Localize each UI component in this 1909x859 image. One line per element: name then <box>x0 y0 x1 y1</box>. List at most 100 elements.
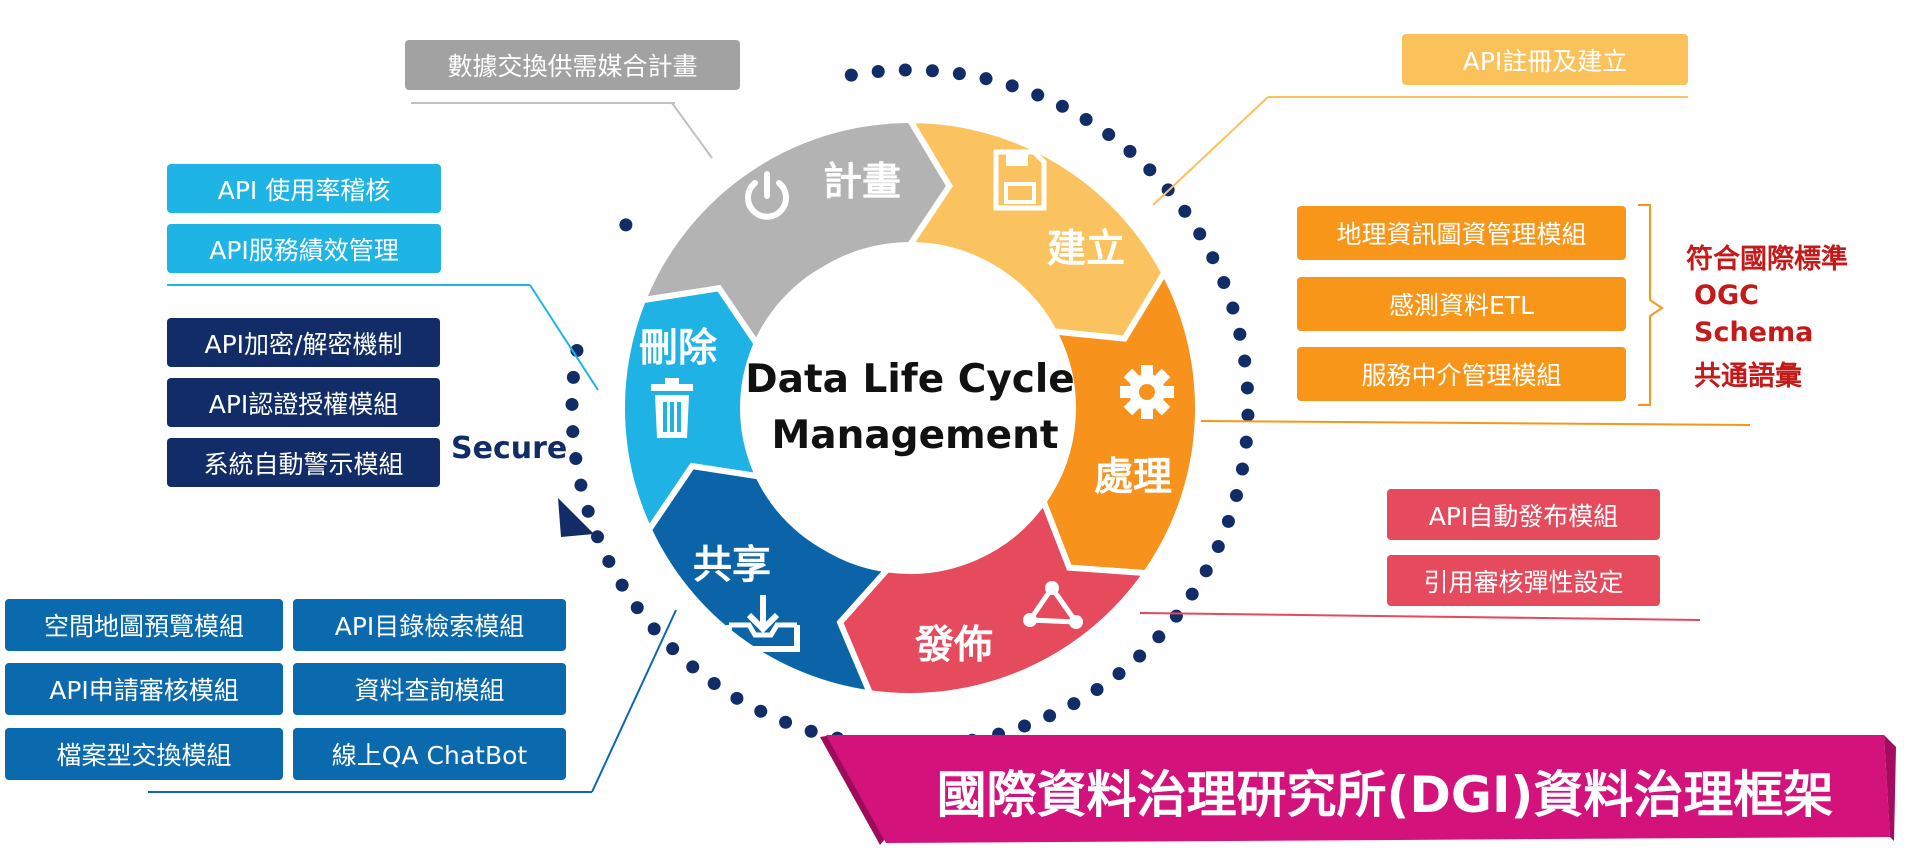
process-box-2: 感測資料ETL <box>1297 277 1626 331</box>
orbit-dot <box>1043 709 1057 723</box>
orbit-dot <box>1152 630 1166 644</box>
share-box-right-1: API目錄檢索模組 <box>293 599 566 651</box>
orbit-dot <box>754 704 768 718</box>
secure-label: Secure <box>451 431 568 466</box>
process-box-3: 服務中介管理模組 <box>1297 347 1626 401</box>
plan-connector <box>411 102 675 104</box>
orbit-dot <box>630 601 644 615</box>
orbit-dot <box>1226 301 1240 315</box>
orbit-dot <box>619 218 633 232</box>
secure-box-2: API認證授權模組 <box>167 378 440 427</box>
orbit-dot <box>1221 514 1235 528</box>
orbit-dot <box>591 530 605 544</box>
orbit-dot <box>602 554 616 568</box>
orbit-dot <box>1240 381 1254 395</box>
orbit-dot <box>804 724 818 738</box>
standards-vocabulary: 共通語彙 <box>1694 361 1802 392</box>
share-icon <box>1023 581 1083 629</box>
orbit-dot <box>566 370 580 384</box>
orbit-dot <box>1229 488 1243 502</box>
orbit-dot <box>1241 408 1255 422</box>
orbit-dot <box>898 63 912 77</box>
orbit-dot <box>1178 204 1192 218</box>
orbit-dot <box>1143 163 1157 177</box>
segment-label-process: 處理 <box>1094 455 1172 500</box>
orbit-dot <box>1031 88 1045 102</box>
orbit-dot <box>569 452 583 466</box>
center-circle <box>740 246 1064 570</box>
share-box-right-2: 資料查詢模組 <box>293 663 566 715</box>
build-box: API註冊及建立 <box>1402 34 1688 85</box>
orbit-dot <box>1123 144 1137 158</box>
orbit-dot <box>581 504 595 518</box>
cycle-ring <box>619 116 1201 699</box>
orbit-dot <box>1235 462 1249 476</box>
center-title-line1: Data Life Cycle <box>745 357 1074 402</box>
floppy-disk-icon <box>993 149 1047 211</box>
orbit-dot <box>1079 112 1093 126</box>
orbit-dot <box>1055 99 1069 113</box>
standards-ogc: OGC <box>1694 280 1759 311</box>
orbit-dot <box>1005 79 1019 93</box>
publish-box-2: 引用審核彈性設定 <box>1387 555 1660 606</box>
orbit-dot <box>1090 683 1104 697</box>
power-icon <box>745 171 789 220</box>
orbit-dot <box>574 478 588 492</box>
orbit-dot <box>1233 327 1247 341</box>
orbit-dot <box>779 715 793 729</box>
orbit-dot <box>979 72 993 86</box>
download-tray-icon <box>726 595 800 652</box>
share-box-left-3: 檔案型交換模組 <box>5 728 283 780</box>
orbit-dot <box>1067 697 1081 711</box>
segment-label-publish: 發佈 <box>914 623 993 668</box>
standards-schema: Schema <box>1694 317 1814 348</box>
segment-label-delete: 刪除 <box>639 326 718 371</box>
orbit-dot <box>666 642 680 656</box>
orbit-dot <box>1206 251 1220 265</box>
standards-title: 符合國際標準 <box>1686 244 1848 275</box>
title-banner <box>820 735 1896 845</box>
orbit-dot <box>1017 719 1031 733</box>
orbit-dot <box>925 64 939 78</box>
share-box-left-1: 空間地圖預覽模組 <box>5 599 283 651</box>
orbit-dot <box>647 622 661 636</box>
orbit-dot <box>686 660 700 674</box>
center-title-line2: Management <box>771 413 1058 458</box>
orbit-dot <box>1211 540 1225 554</box>
gear-icon <box>1120 365 1174 419</box>
delete-box-2: API服務績效管理 <box>167 224 441 273</box>
secure-box-1: API加密/解密機制 <box>167 318 440 367</box>
banner-title: 國際資料治理研究所(DGI)資料治理框架 <box>936 766 1834 824</box>
segment-label-plan: 計畫 <box>823 160 901 205</box>
orbit-dot <box>615 578 629 592</box>
orbit-dot <box>1199 564 1213 578</box>
plan-box: 數據交換供需媒合計畫 <box>405 40 740 90</box>
secure-arrow-icon <box>558 498 594 537</box>
publish-box-1: API自動發布模組 <box>1387 489 1660 540</box>
process-box-1: 地理資訊圖資管理模組 <box>1297 206 1626 260</box>
secure-box-3: 系統自動警示模組 <box>167 438 440 487</box>
share-box-right-3: 線上QA ChatBot <box>293 728 566 780</box>
trash-icon <box>651 378 693 438</box>
orbit-dot <box>1185 587 1199 601</box>
orbit-dot <box>1193 227 1207 241</box>
orbit-dot <box>730 691 744 705</box>
orbit-dot <box>952 67 966 81</box>
orbit-dot <box>871 65 885 79</box>
orbit-dot <box>565 397 579 411</box>
segment-label-build: 建立 <box>1047 227 1125 272</box>
orbit-dot <box>844 68 858 82</box>
orbit-dot <box>566 425 580 439</box>
orbit-dot <box>1133 649 1147 663</box>
orbit-dot <box>707 677 721 691</box>
segment-label-share: 共享 <box>693 543 771 588</box>
share-box-left-2: API申請審核模組 <box>5 663 283 715</box>
orbit-dot <box>1238 354 1252 368</box>
orbit-dot <box>1239 435 1253 449</box>
delete-box-1: API 使用率稽核 <box>167 164 441 213</box>
orbit-dot <box>1102 128 1116 142</box>
orbit-dot <box>1217 275 1231 289</box>
orbit-dot <box>1112 667 1126 681</box>
